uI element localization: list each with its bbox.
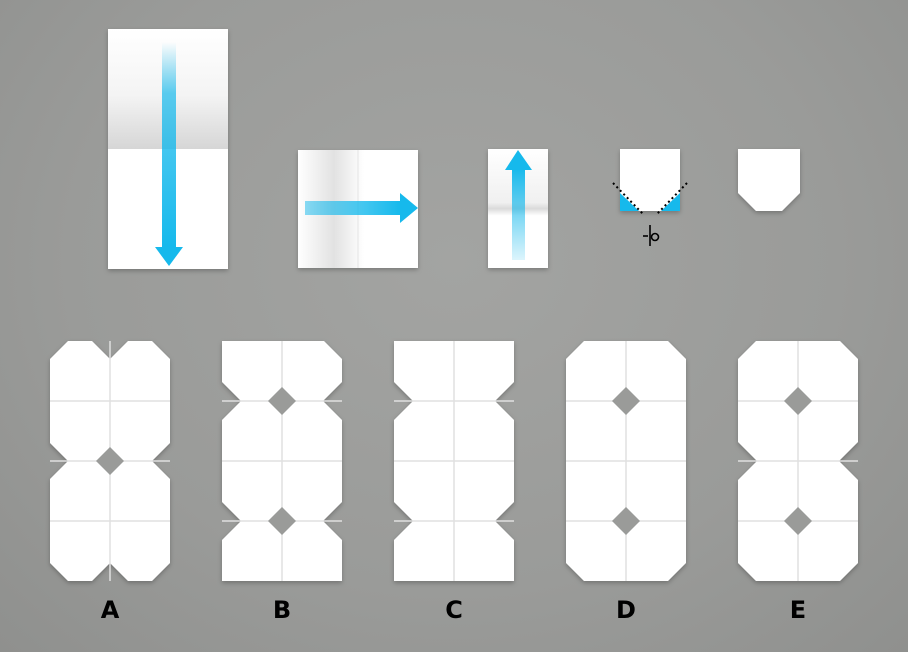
diamond-hole xyxy=(96,447,124,475)
paper-shape xyxy=(738,149,800,211)
cut-piece-right xyxy=(661,193,680,211)
diamond-hole xyxy=(268,387,296,415)
arrow-down-icon xyxy=(155,42,183,266)
diamond-hole xyxy=(784,387,812,415)
option-label-b: B xyxy=(272,596,292,624)
step-5-cut-result xyxy=(738,149,800,211)
step-4-cut-corners xyxy=(612,149,688,246)
option-shape-b[interactable] xyxy=(222,341,342,581)
cut-line-right xyxy=(656,182,688,215)
option-label-d: D xyxy=(616,596,636,624)
option-label-e: E xyxy=(789,596,807,624)
diamond-hole xyxy=(612,507,640,535)
option-label-a: A xyxy=(100,596,120,624)
option-label-c: C xyxy=(445,596,463,624)
step-2-fold-right xyxy=(298,150,418,268)
cut-line-left xyxy=(612,182,644,215)
diamond-hole xyxy=(268,507,296,535)
cut-piece-left xyxy=(620,193,639,211)
step-1-fold-down xyxy=(108,29,228,269)
option-shape-c[interactable] xyxy=(394,341,514,581)
option-shape-e[interactable] xyxy=(738,341,858,581)
diamond-hole xyxy=(784,507,812,535)
diamond-hole xyxy=(612,387,640,415)
paper-sheet xyxy=(620,149,680,211)
option-shape-d[interactable] xyxy=(566,341,686,581)
scissors-icon xyxy=(643,225,660,246)
arrow-right-icon xyxy=(305,193,418,223)
arrow-up-icon xyxy=(505,150,532,260)
step-3-fold-up xyxy=(488,149,548,268)
answer-options xyxy=(50,341,858,581)
option-shape-a[interactable] xyxy=(50,341,170,581)
